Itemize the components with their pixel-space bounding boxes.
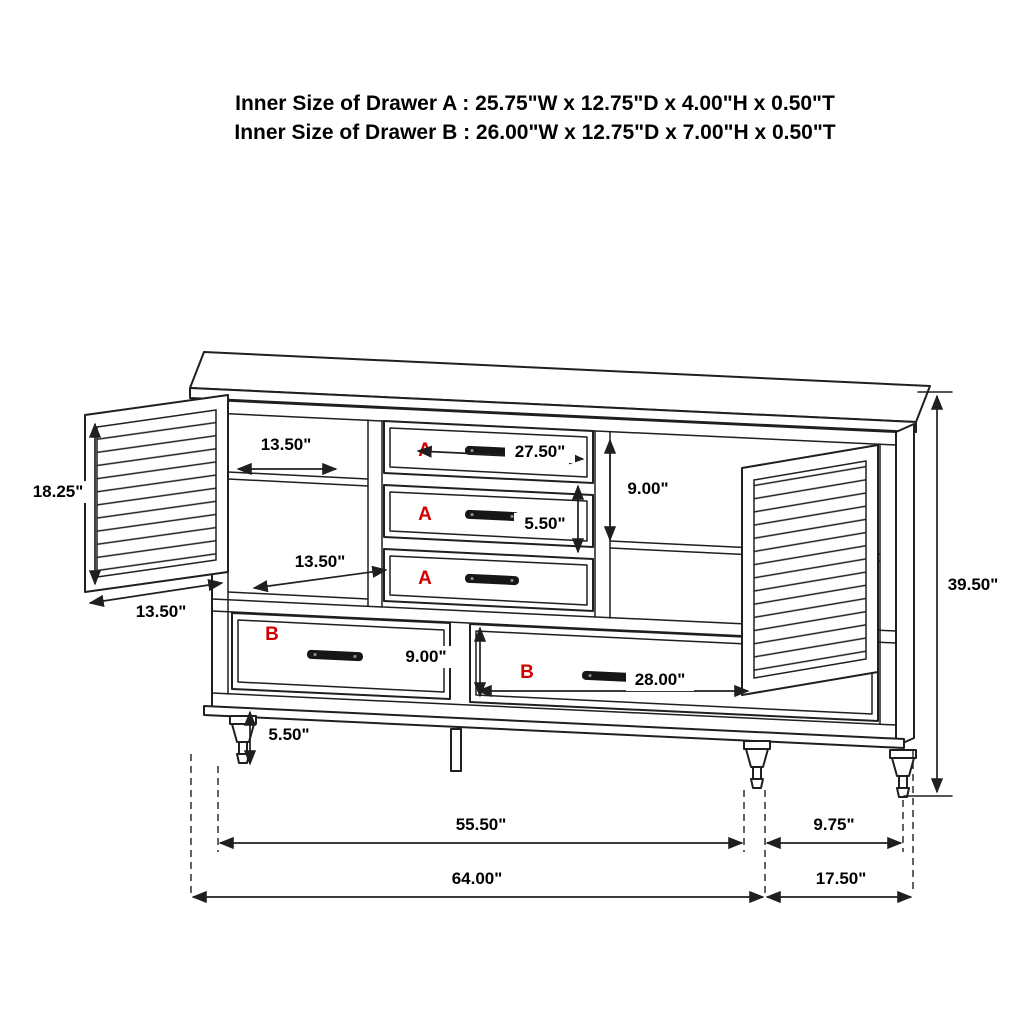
drawer-a2-label: A	[418, 504, 432, 525]
dim-lower-shelf-width-label: 13.50"	[295, 552, 346, 571]
dim-drawer-b-height: 9.00"	[396, 626, 487, 698]
leg-center	[450, 728, 462, 772]
dim-drawer-b-width-label: 28.00"	[635, 670, 686, 689]
drawer-a2-bevel	[389, 491, 588, 542]
drawer-b-left-bevel	[237, 619, 445, 693]
dimension-annotations: 18.25" 13.50" 13.50" 13.50" 27.50" 5.50"	[26, 391, 999, 904]
drawer-a-inner-size-title: Inner Size of Drawer A : 25.75"W x 12.75…	[235, 92, 835, 115]
drawer-b-inner-size-title: Inner Size of Drawer B : 26.00"W x 12.75…	[234, 121, 835, 144]
dim-drawer-a-width-label: 27.50"	[515, 442, 566, 461]
top-front-edge	[189, 387, 917, 433]
left-door-louvers	[96, 409, 217, 578]
drawer-b-right-label: B	[520, 662, 534, 683]
dim-right-shelf-height-label: 9.00"	[627, 479, 668, 498]
left-shelf-bottom-edge	[227, 478, 369, 487]
right-door	[741, 444, 879, 696]
dim-drawer-b-height-label: 9.00"	[405, 647, 446, 666]
dim-side-leg-span: 9.75"	[765, 815, 903, 850]
dim-overall-height: 39.50"	[903, 391, 999, 797]
right-door-louvers	[753, 460, 867, 679]
dim-door-height: 18.25"	[26, 422, 102, 586]
drawer-b-left: B	[231, 612, 451, 700]
right-side-panel	[895, 423, 915, 747]
dim-side-leg-span-label: 9.75"	[813, 815, 854, 834]
extension-lines	[190, 750, 914, 894]
left-door	[84, 394, 229, 593]
drawer-a3-handle	[465, 573, 520, 586]
drawer-a1-bevel	[389, 427, 588, 478]
header: Inner Size of Drawer A : 25.75"W x 12.75…	[234, 92, 835, 144]
dim-overall-depth: 17.50"	[765, 869, 913, 904]
dim-front-leg-span-label: 55.50"	[456, 815, 507, 834]
dim-leg-height-label: 5.50"	[268, 725, 309, 744]
leg-front-right	[743, 740, 771, 789]
dim-door-height-label: 18.25"	[33, 482, 84, 501]
drawer-b-left-label: B	[265, 624, 279, 645]
dim-front-leg-span: 55.50"	[218, 815, 744, 850]
dim-leg-height: 5.50"	[243, 710, 318, 766]
dim-door-width-label: 13.50"	[136, 602, 187, 621]
dim-right-shelf-height: 9.00"	[603, 438, 678, 542]
dim-upper-shelf-width: 13.50"	[236, 434, 338, 476]
dim-overall-depth-label: 17.50"	[816, 869, 867, 888]
leg-back-right	[889, 749, 917, 798]
left-compartment-floor	[227, 591, 369, 600]
drawer-a2-handle	[465, 509, 520, 522]
top-panel	[189, 351, 931, 433]
drawer-a3-label: A	[418, 568, 432, 589]
dim-drawer-b-width: 28.00"	[476, 669, 750, 698]
dim-upper-shelf-width-label: 13.50"	[261, 435, 312, 454]
drawer-a3-bevel	[389, 555, 588, 606]
drawer-a3: A	[383, 548, 594, 612]
dim-drawer-a-height-label: 5.50"	[524, 514, 565, 533]
dim-drawer-a-width: 27.50"	[416, 441, 585, 465]
legs	[229, 715, 917, 798]
dim-overall-height-label: 39.50"	[948, 575, 999, 594]
leg-front-left	[229, 715, 257, 764]
base-molding	[203, 705, 905, 749]
dim-overall-width: 64.00"	[191, 869, 765, 904]
dim-door-width: 13.50"	[88, 579, 224, 623]
dim-drawer-a-height: 5.50"	[514, 484, 585, 554]
drawer-b-left-handle	[306, 649, 363, 662]
dim-lower-shelf-width: 13.50"	[252, 551, 388, 593]
dim-overall-width-label: 64.00"	[452, 869, 503, 888]
base-rail-line	[211, 692, 897, 726]
